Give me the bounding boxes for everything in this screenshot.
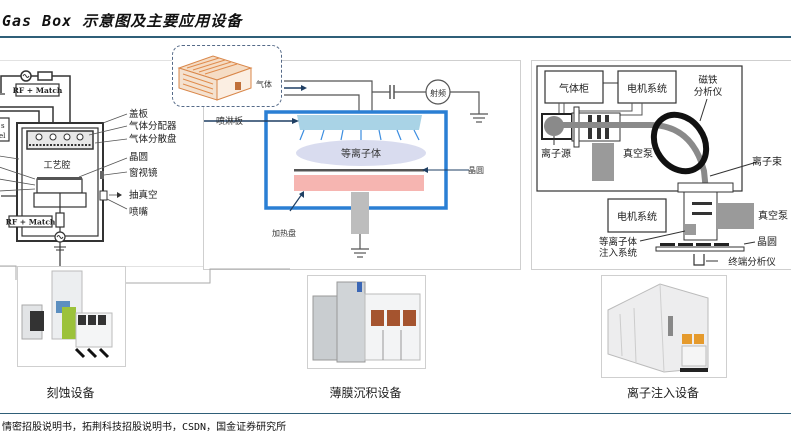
source-note: 情密招股说明书，拓荆科技招股说明书，CSDN，国金证券研究所: [2, 422, 287, 433]
implant-diagram-panel: 气体柜 电机系统 磁铁 分析仪 离子源 真空泵 离子束 真空泵 电机系统 等离子…: [531, 60, 791, 270]
wafer: [294, 169, 424, 172]
etch-diagram-panel: RF + Match s el 工艺腔 RF + Match: [0, 60, 205, 267]
implant-equipment-photo: [601, 275, 727, 378]
motor-system-bottom-label: 电机系统: [617, 210, 657, 223]
end-analyzer-label: 终端分析仪: [728, 256, 776, 268]
wafer-label: 晶圆: [468, 166, 484, 175]
svg-text:el: el: [0, 132, 6, 140]
footer-divider: [0, 413, 791, 414]
etch-equipment-caption: 刻蚀设备: [46, 386, 95, 400]
magnet-analyzer: [650, 111, 710, 175]
rf-label: 射频: [430, 88, 446, 98]
svg-text:分析仪: 分析仪: [694, 86, 723, 98]
label-gas-distributor: 气体分配器: [129, 120, 177, 132]
chamber-label: 工艺腔: [43, 159, 70, 171]
page-title: Gas Box 示意图及主要应用设备: [2, 12, 243, 30]
label-vacuum: 抽真空: [129, 189, 158, 201]
label-wafer: 晶圆: [129, 152, 148, 163]
svg-text:注入系统: 注入系统: [599, 247, 638, 259]
svg-text:等离子体: 等离子体: [599, 236, 638, 248]
plasma-label: 等离子体: [341, 147, 381, 160]
etch-equipment-photo: [17, 266, 126, 367]
showerhead: [297, 115, 422, 130]
ion-beam-label: 离子束: [752, 155, 782, 168]
heater-pedestal: [351, 192, 369, 234]
gas-cabinet-label: 气体柜: [559, 82, 589, 95]
vacuum-pump-top: [592, 143, 614, 181]
label-cover-plate: 盖板: [129, 108, 149, 120]
wafer-label-implant: 晶圆: [757, 236, 777, 248]
rf-match-bottom-label: RF + Match: [6, 218, 56, 227]
svg-text:s: s: [1, 122, 5, 130]
heater-plate: [294, 175, 424, 191]
deposition-equipment-caption: 薄膜沉积设备: [329, 386, 402, 400]
gas-box-illustration: 气体: [177, 55, 272, 101]
ion-source-label: 离子源: [541, 147, 571, 160]
showerhead-label: 喷淋板: [216, 115, 243, 127]
gas-box-inset: 气体: [172, 45, 282, 107]
vacuum-pump-bottom-label: 真空泵: [758, 209, 788, 222]
vacuum-pump-top-label: 真空泵: [623, 147, 653, 160]
motor-system-top-label: 电机系统: [627, 82, 667, 95]
vacuum-pump-bottom: [717, 203, 754, 229]
label-viewport: 窗视镜: [129, 167, 158, 179]
svg-text:气体: 气体: [256, 79, 272, 89]
cvd-chamber-diagram: 气体 射频 喷淋板 等离子体 晶圆: [204, 79, 488, 258]
deposition-equipment-photo: [307, 275, 426, 369]
label-gas-diffuser: 气体分散盘: [129, 133, 177, 145]
label-nozzle: 喷嘴: [129, 207, 149, 218]
ion-beam-path: [554, 122, 711, 212]
ion-implant-diagram: 气体柜 电机系统 磁铁 分析仪 离子源 真空泵 离子束 真空泵 电机系统 等离子…: [536, 65, 788, 268]
plasma-cloud: [296, 140, 426, 166]
svg-text:磁铁: 磁铁: [698, 74, 718, 86]
implant-equipment-caption: 离子注入设备: [626, 386, 699, 400]
title-divider: [0, 36, 791, 38]
heater-label: 加热盘: [272, 228, 296, 238]
rf-match-top-label: RF + Match: [13, 86, 63, 95]
etch-chamber-diagram: RF + Match s el 工艺腔 RF + Match: [0, 70, 177, 266]
